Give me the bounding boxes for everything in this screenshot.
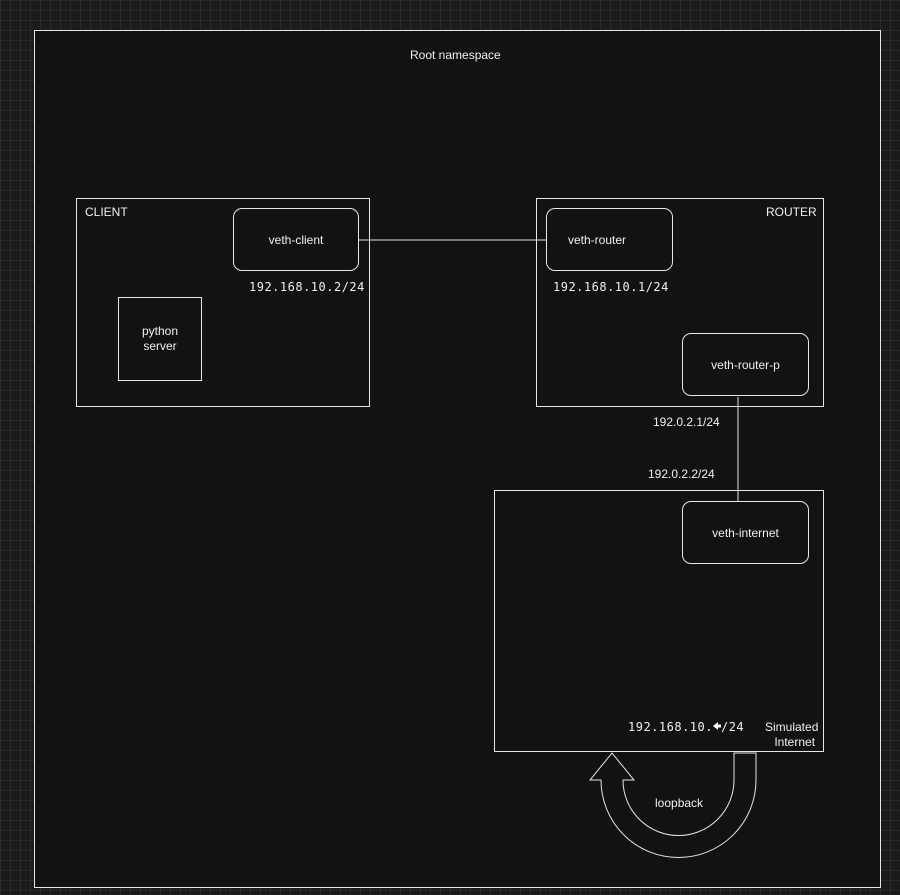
internet-veth-ip-label: 192.0.2.2/24 xyxy=(648,467,715,481)
router-ip-label: 192.168.10.1/24 xyxy=(553,280,669,294)
python-server-line2: server xyxy=(143,339,177,353)
router-p-ip-label: 192.0.2.1/24 xyxy=(653,415,720,429)
veth-router-p-node[interactable]: veth-router-p xyxy=(682,333,809,396)
simulated-internet-line1: Simulated xyxy=(765,720,819,734)
cursor-arrow-icon xyxy=(712,722,721,730)
veth-internet-node[interactable]: veth-internet xyxy=(682,501,809,564)
veth-router-p-label: veth-router-p xyxy=(711,357,780,372)
internet-ip-label: 192.168.10. /24 xyxy=(628,719,744,734)
veth-internet-label: veth-internet xyxy=(712,525,779,540)
python-server-line1: python xyxy=(141,324,179,338)
router-label: ROUTER xyxy=(766,205,817,219)
internet-ip-prefix: 192.168.10. xyxy=(628,720,713,734)
veth-client-node[interactable]: veth-client xyxy=(233,208,359,271)
veth-router-label: veth-router xyxy=(568,232,627,247)
veth-client-label: veth-client xyxy=(268,232,324,247)
root-namespace-label: Root namespace xyxy=(410,48,501,62)
internet-ip-cursor xyxy=(712,719,721,731)
simulated-internet-line2: Internet xyxy=(774,735,816,749)
client-ip-label: 192.168.10.2/24 xyxy=(249,280,365,294)
internet-ip-suffix: /24 xyxy=(720,720,745,734)
loopback-arrow[interactable] xyxy=(588,752,757,858)
client-label: CLIENT xyxy=(85,205,128,219)
simulated-internet-label: Simulated Internet xyxy=(765,720,818,750)
veth-router-node[interactable]: veth-router xyxy=(546,208,673,271)
loopback-label: loopback xyxy=(655,796,704,810)
